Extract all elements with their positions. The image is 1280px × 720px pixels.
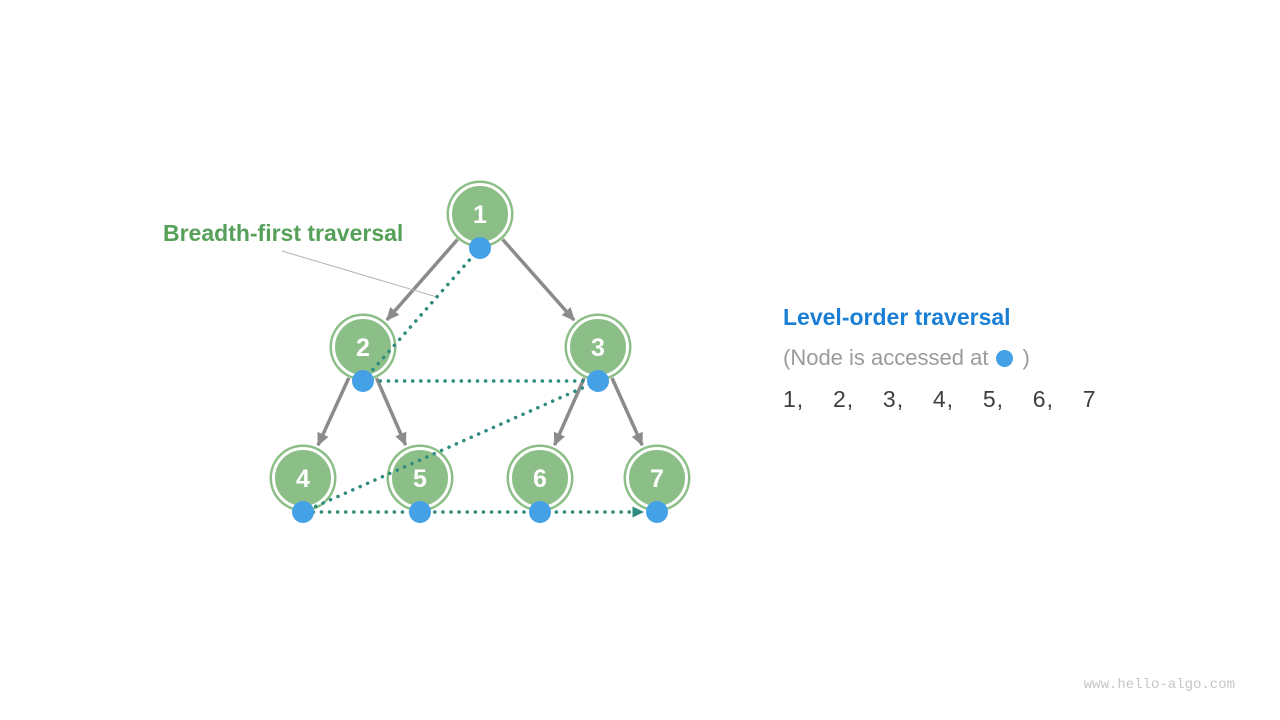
access-dot-4 bbox=[292, 501, 314, 523]
watermark: www.hello-algo.com bbox=[1083, 677, 1235, 693]
tree-edges bbox=[316, 238, 644, 447]
tree-node-label: 6 bbox=[533, 465, 547, 493]
tree-node-label: 2 bbox=[356, 334, 370, 362]
legend-note-prefix: (Node is accessed at bbox=[783, 345, 989, 370]
traversal-sequence: 1, 2, 3, 4, 5, 6, 7 bbox=[783, 386, 1097, 412]
tree-nodes: 1 2 3 4 5 bbox=[269, 180, 691, 512]
access-dots bbox=[292, 237, 668, 523]
access-dot-3 bbox=[587, 370, 609, 392]
legend-note-suffix: ) bbox=[1022, 345, 1030, 370]
access-dot-1 bbox=[469, 237, 491, 259]
legend-note: (Node is accessed at ) bbox=[783, 345, 1097, 371]
edge-1-3 bbox=[501, 238, 576, 322]
tree-node-label: 1 bbox=[473, 201, 487, 229]
access-dot-5 bbox=[409, 501, 431, 523]
edge-3-7 bbox=[610, 377, 644, 447]
breadth-first-traversal-label: Breadth-first traversal bbox=[163, 220, 404, 246]
label-pointer-line bbox=[281, 250, 438, 298]
tree-node-3: 3 bbox=[564, 313, 632, 381]
tree-node-6: 6 bbox=[506, 444, 574, 512]
tree-node-label: 5 bbox=[413, 465, 427, 493]
access-dot-6 bbox=[529, 501, 551, 523]
access-dot-icon bbox=[996, 349, 1014, 367]
tree-node-4: 4 bbox=[269, 444, 337, 512]
tree-node-label: 4 bbox=[296, 465, 310, 493]
legend-block: Level-order traversal (Node is accessed … bbox=[783, 304, 1097, 413]
access-dot-7 bbox=[646, 501, 668, 523]
access-dot-2 bbox=[352, 370, 374, 392]
edge-2-5 bbox=[374, 377, 408, 446]
edge-3-6 bbox=[552, 377, 586, 447]
edge-1-2 bbox=[385, 238, 459, 322]
tree-node-label: 3 bbox=[591, 334, 605, 362]
edge-2-4 bbox=[316, 377, 351, 447]
level-order-traversal-title: Level-order traversal bbox=[783, 304, 1011, 330]
tree-node-label: 7 bbox=[650, 465, 664, 493]
